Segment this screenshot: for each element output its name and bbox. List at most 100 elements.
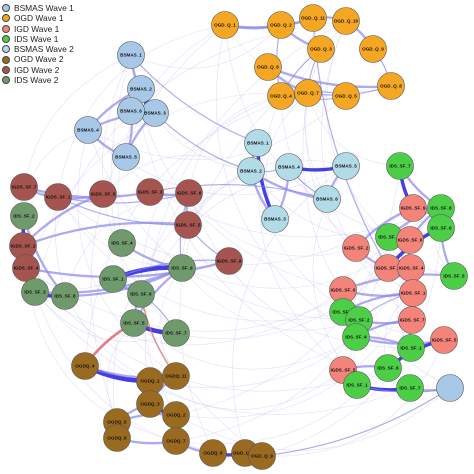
node: OGDQ_11 [162,362,190,390]
node-circle [211,11,239,39]
faint-edge [321,20,413,321]
node: IGDS_SF_1 [399,279,427,307]
node-label: IDS_SF_8 [54,294,76,299]
node: OGD_Q_4 [267,82,295,110]
node-label: OGD_Q_3 [310,47,332,52]
node: IGDS_SF_7 [398,306,426,334]
node-label: OGD_Q_10 [334,19,359,24]
node-circle [254,53,282,81]
node-layer: BSMAS_1BSMAS_2BSMAS_3BSMAS_4BSMAS_5BSMAS… [9,4,468,470]
node: IDS_SF_5 [120,309,148,337]
node-label: IGDS_SF_8 [398,238,423,243]
legend-item: IGD Wave 2 [2,65,74,75]
node-label: BSMAS_4 [77,128,99,133]
node [436,374,464,402]
node-circle [440,262,468,290]
node-label: IGDS_SF_7 [12,185,37,190]
node: OGD_Q_3 [307,35,335,63]
node-label: BSMAS_2 [240,169,262,174]
node: OGD_Q_8 [377,72,405,100]
legend-label: BSMAS Wave 2 [14,44,74,55]
node: BSMAS_4 [74,116,102,144]
node-circle [175,179,203,207]
faint-edge [215,24,357,338]
edge [57,196,189,226]
node: BSMAS_5 [332,152,360,180]
faint-edge [181,170,252,269]
node-label: BSMAS_3 [144,111,166,116]
edge [57,192,190,204]
node-circle [398,306,426,334]
node-circle [313,185,341,213]
node-label: BSMAS_2 [130,87,152,92]
node: BSMAS_1 [244,129,272,157]
node-circle [162,362,190,390]
node: OGD_Q_6 [254,53,282,81]
node: OGD_Q_5 [332,82,360,110]
node-label: OGD_Q_1 [214,23,236,28]
legend-label: IDS Wave 2 [14,75,59,86]
node: BSMAS_6 [313,185,341,213]
node: IGDS_SF_9 [399,194,427,222]
node: OGDQ_6 [103,424,131,452]
legend-label: OGD Wave 2 [14,54,64,65]
legend-label: IGD Wave 2 [14,64,60,75]
node-label: OGD_Q_8 [380,84,402,89]
node-circle [136,178,164,206]
node-label: IGDS_SF_5 [331,368,356,373]
node-label: IGDS_SF_6 [177,191,202,196]
node-label: IGDS_SF_3 [138,190,163,195]
faint-edge [175,292,414,419]
faint-edge [133,322,357,370]
legend-swatch [2,45,10,54]
node-circle [342,323,370,351]
node-label: IDS_SF_4 [111,241,133,246]
legend-item: IDS Wave 2 [2,75,74,85]
node-label: BSMAS_5 [115,155,137,160]
node: IDS_SF_6 [374,354,402,382]
faint-edge [188,192,412,349]
node-circle [10,173,38,201]
node-circle [215,247,243,275]
node-label: IGDS_SF_4 [399,266,424,271]
node: IGDS_SF_1 [44,183,72,211]
legend-swatch [2,76,10,85]
node-label: OGD_Q_5 [335,94,357,99]
node-circle [120,309,148,337]
node-label: IDS_SF_2 [13,214,35,219]
legend-item: BSMAS Wave 1 [2,3,74,13]
node-circle [275,153,303,181]
node: IGDS_SF_7 [10,173,38,201]
faint-edge [102,155,252,195]
node-circle [397,334,425,362]
node-label: IDS_SF_9 [171,266,193,271]
node: OGDQ_3 [136,390,164,418]
node: OGD_Q_2 [267,11,295,39]
node-label: IGDS_SF_7 [400,318,425,323]
node: IGDS_SF_8 [89,180,117,208]
node: OGDQ_2 [162,401,190,429]
node: IGDS_SF_9 [215,247,243,275]
node-circle [51,282,79,310]
node: IDS_SF_7 [386,152,414,180]
node-label: IDS_SF_3 [332,310,354,315]
node-circle [44,183,72,211]
node-circle [267,11,295,39]
node-label: OGD_Q_11 [301,16,325,21]
node: BSMAS_3 [141,99,169,127]
node-label: IDS_SF_4 [345,335,367,340]
node-label: BSMAS_1 [247,141,269,146]
node: IDS_SF_9 [168,254,196,282]
node-label: IDS_SF_1 [346,383,368,388]
node-circle [343,371,371,399]
node-label: OGD_Q_9 [362,47,384,52]
node-label: IDS_SF_9 [378,235,400,240]
node-label: IDS_SF_5 [443,274,465,279]
faint-edge [149,369,344,410]
node-circle [136,390,164,418]
legend-item: OGD Wave 2 [2,54,74,64]
node-circle [108,229,136,257]
faint-edge [181,267,360,331]
faint-edge [188,192,357,257]
legend-label: BSMAS Wave 1 [14,3,74,13]
